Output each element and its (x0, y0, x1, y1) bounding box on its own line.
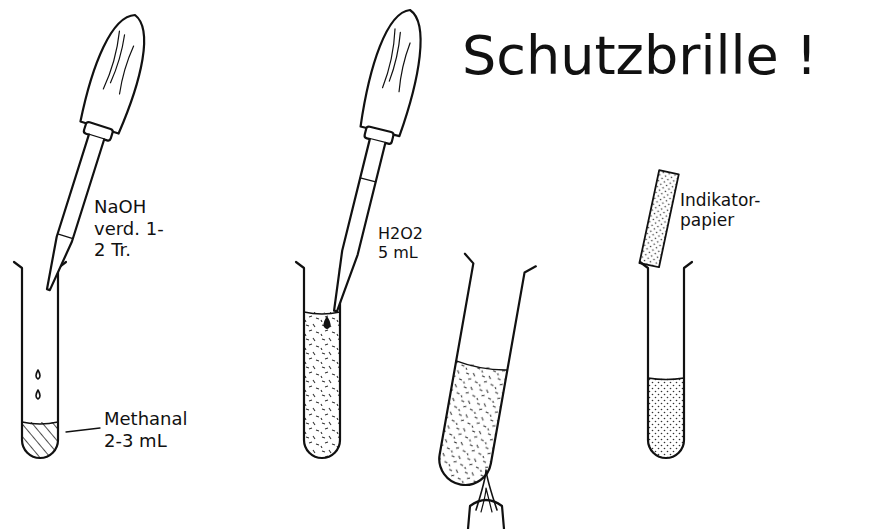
pipette (314, 5, 432, 317)
pipette (27, 8, 157, 296)
drops (36, 370, 40, 399)
indicator-paper (639, 170, 678, 267)
test-tube (14, 262, 66, 458)
drop (325, 318, 330, 328)
reagent-label: Methanal 2-3 mL (104, 408, 196, 451)
warning-title: Schutzbrille ! (462, 26, 817, 85)
burner (468, 470, 504, 529)
test-tube (640, 262, 692, 458)
test-tube (425, 254, 535, 491)
reagent-label: H2O2 5 mL (378, 224, 434, 262)
reagent-label: NaOH verd. 1-2 Tr. (94, 196, 172, 261)
material-label: Indikator- papier (680, 190, 770, 231)
leader-line (66, 428, 100, 432)
